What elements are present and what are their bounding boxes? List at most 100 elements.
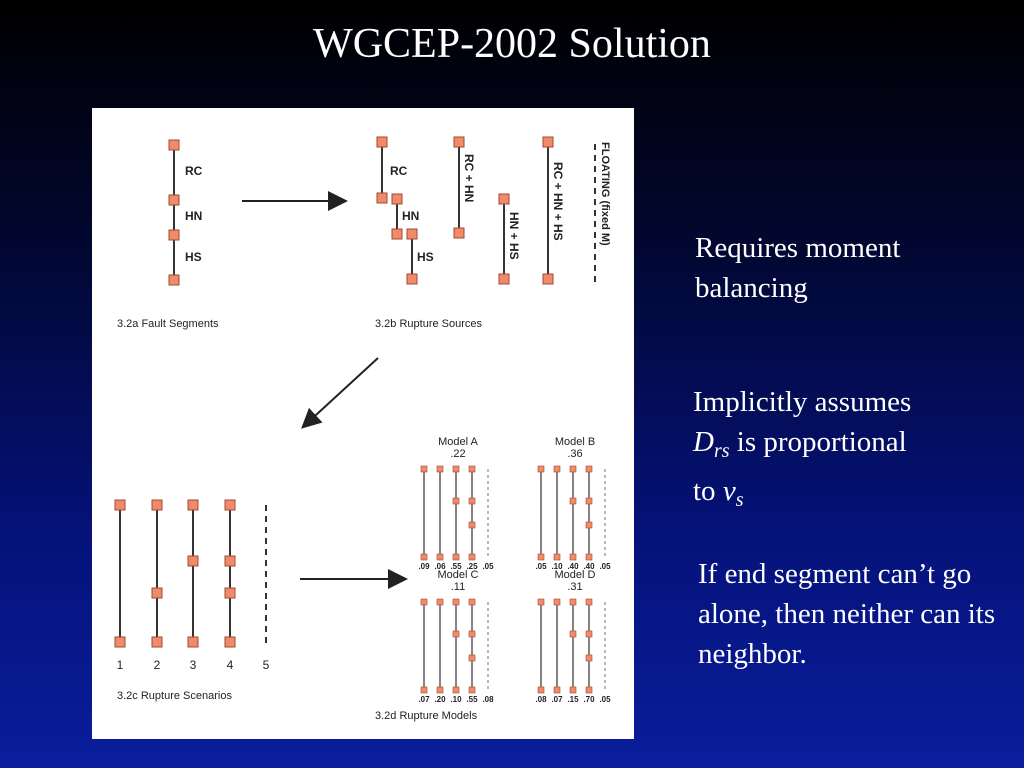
model-node: [585, 465, 593, 473]
model-name: Model B: [555, 436, 595, 448]
model-node: [569, 598, 577, 606]
model-node: [585, 630, 593, 638]
model-value: .06: [434, 562, 446, 571]
model-node: [553, 686, 561, 694]
model-node: [468, 630, 476, 638]
model-name: Model D: [555, 569, 596, 581]
model-node: [553, 465, 561, 473]
model-node: [420, 465, 428, 473]
note-implicit-assumption: Implicitly assumes Drs is proportional t…: [693, 386, 912, 511]
svg-text:4: 4: [227, 658, 234, 672]
label-hs: HS: [185, 250, 202, 264]
panel-rupture-models: 3.2d Rupture Models Model A.22 .09 .06 .55.…: [375, 436, 611, 722]
figure-panel: RC HN HS 3.2a Fault Segments RC HN HS: [92, 108, 634, 739]
svg-text:HS: HS: [417, 250, 434, 264]
model-value: .05: [599, 695, 611, 704]
model-node: [585, 686, 593, 694]
model-node: [420, 686, 428, 694]
model-weight: .36: [567, 448, 582, 460]
model-node: [452, 598, 460, 606]
svg-text:FLOATING (fixed M): FLOATING (fixed M): [599, 142, 611, 246]
model-node: [436, 598, 444, 606]
model-node: [537, 553, 545, 561]
model-node: [468, 465, 476, 473]
model-weight: .11: [451, 581, 465, 593]
model-node: [452, 465, 460, 473]
model-node: [468, 598, 476, 606]
model-node: [452, 630, 460, 638]
svg-text:2: 2: [154, 658, 161, 672]
model-node: [468, 654, 476, 662]
model-node: [585, 553, 593, 561]
slide-title: WGCEP-2002 Solution: [313, 21, 711, 67]
model-node: [569, 497, 577, 505]
model-node: [436, 465, 444, 473]
model-value: .07: [551, 695, 563, 704]
model-node: [537, 465, 545, 473]
model-node: [569, 465, 577, 473]
model-node: [553, 598, 561, 606]
model-value: .05: [599, 562, 611, 571]
model-value: .05: [535, 562, 547, 571]
model-node: [553, 553, 561, 561]
model-node: [436, 686, 444, 694]
model-value: .40: [567, 562, 579, 571]
fault-diagram: RC HN HS 3.2a Fault Segments RC HN HS: [114, 136, 611, 722]
model-value: .05: [482, 562, 494, 571]
model-name: Model C: [438, 569, 479, 581]
model-value: .25: [466, 562, 478, 571]
model-value: .20: [434, 695, 446, 704]
svg-text:RC + HN + HS: RC + HN + HS: [551, 162, 565, 241]
model-node: [569, 553, 577, 561]
svg-text:HN + HS: HN + HS: [507, 212, 521, 260]
caption-32a: 3.2a Fault Segments: [117, 318, 219, 330]
caption-32b: 3.2b Rupture Sources: [375, 318, 483, 330]
note-moment-balancing: Requires moment balancing: [695, 232, 901, 304]
model-node: [585, 521, 593, 529]
panel-rupture-scenarios: 1 2 3 4 5 3.2c Rupture Scenarios: [114, 499, 270, 702]
model-node: [436, 553, 444, 561]
model-value: .55: [450, 562, 462, 571]
model-node: [569, 686, 577, 694]
svg-text:5: 5: [263, 658, 270, 672]
model-node: [468, 497, 476, 505]
model-node: [452, 497, 460, 505]
model-value: .40: [583, 562, 595, 571]
model-node: [452, 686, 460, 694]
svg-text:3: 3: [190, 658, 197, 672]
svg-text:1: 1: [117, 658, 124, 672]
svg-text:RC: RC: [390, 164, 408, 178]
model-node: [569, 630, 577, 638]
arrow-b-to-c: [301, 357, 379, 429]
model-node: [468, 521, 476, 529]
panel-rupture-sources: RC HN HS RC + HN HN + HS RC +: [375, 136, 611, 330]
note-end-segment: If end segment can’t go alone, then neit…: [698, 558, 996, 670]
model-value: .15: [567, 695, 579, 704]
model-node: [585, 654, 593, 662]
model-node: [420, 598, 428, 606]
model-weight: .31: [567, 581, 582, 593]
model-value: .08: [482, 695, 494, 704]
model-value: .08: [535, 695, 547, 704]
model-value: .09: [418, 562, 430, 571]
model-node: [585, 497, 593, 505]
model-node: [537, 686, 545, 694]
model-node: [468, 686, 476, 694]
model-node: [420, 553, 428, 561]
label-hn: HN: [185, 209, 202, 223]
model-weight: .22: [450, 448, 465, 460]
model-value: .70: [583, 695, 595, 704]
model-name: Model A: [438, 436, 478, 448]
panel-fault-segments: RC HN HS 3.2a Fault Segments: [117, 139, 219, 330]
caption-32d: 3.2d Rupture Models: [375, 710, 478, 722]
model-node: [468, 553, 476, 561]
model-value: .07: [418, 695, 430, 704]
model-value: .10: [450, 695, 462, 704]
svg-text:HN: HN: [402, 209, 419, 223]
model-value: .10: [551, 562, 563, 571]
model-node: [585, 598, 593, 606]
svg-text:RC + HN: RC + HN: [462, 154, 476, 202]
model-value: .55: [466, 695, 478, 704]
model-node: [452, 553, 460, 561]
caption-32c: 3.2c Rupture Scenarios: [117, 690, 232, 702]
